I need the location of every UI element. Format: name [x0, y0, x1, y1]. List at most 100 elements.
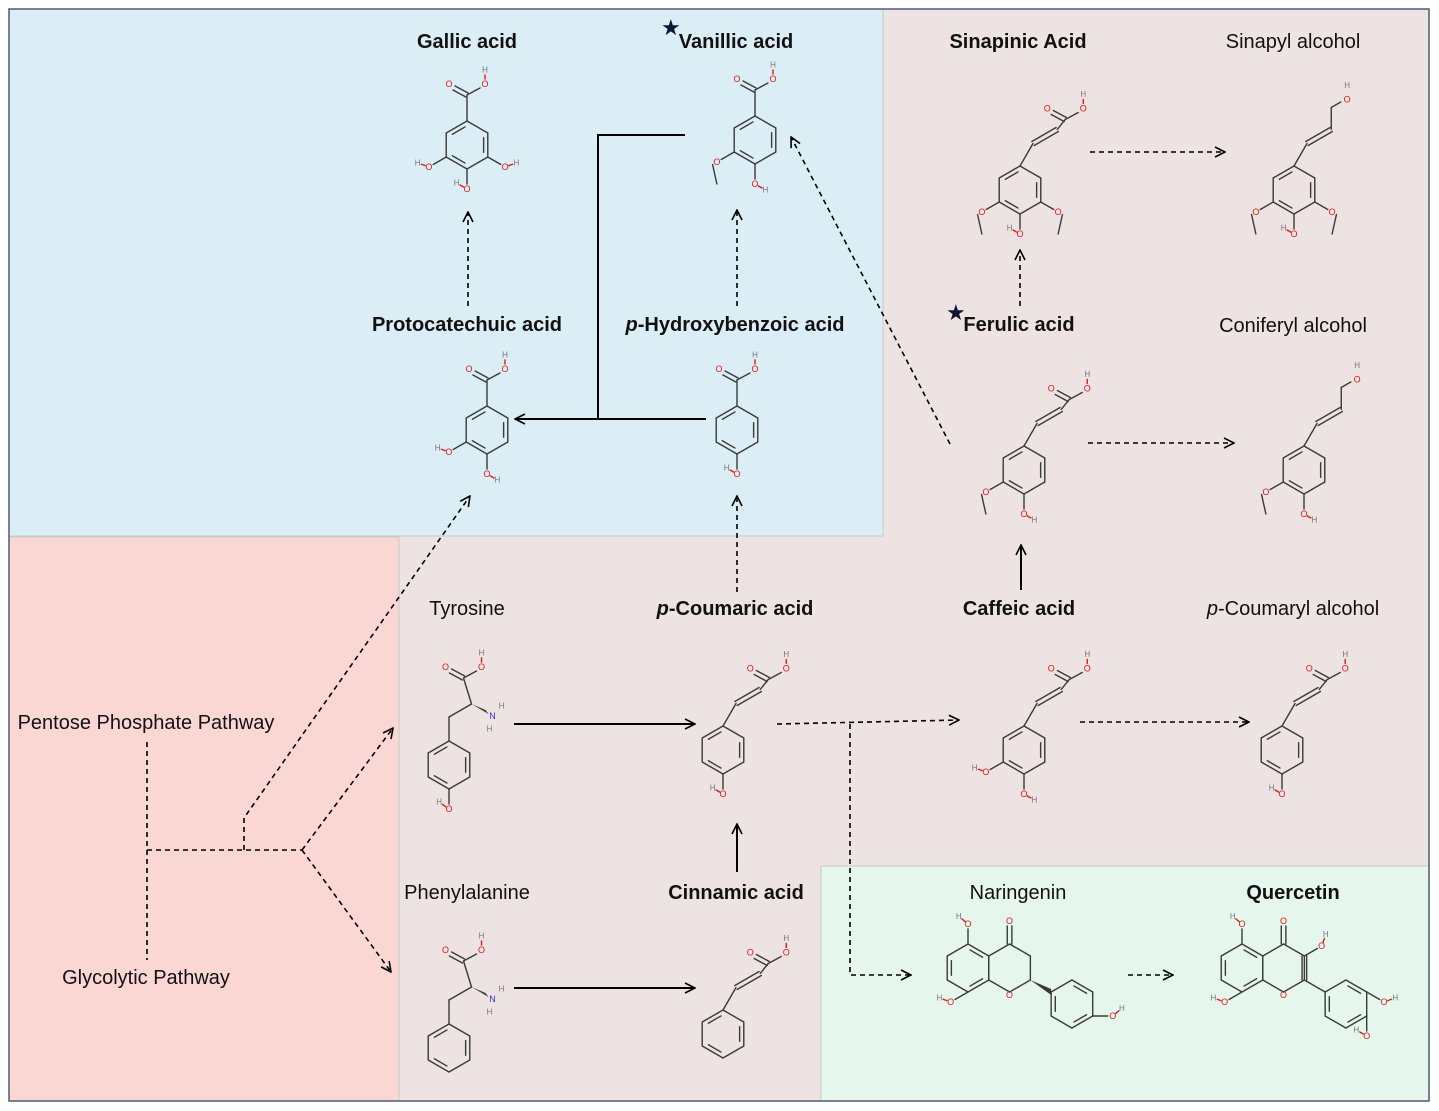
alkene-bond [1035, 406, 1061, 423]
ring-bond [715, 441, 738, 455]
ring-inner-bond [1004, 171, 1019, 180]
arrow-to-phenylalanine [301, 849, 391, 972]
hydrogen-atom: H [937, 993, 943, 1002]
hydrogen-atom: H [1323, 930, 1329, 939]
o-h-bond [489, 475, 495, 479]
hydroxyl-oxygen: O [481, 79, 488, 89]
ring-bond [701, 1045, 724, 1059]
oxygen-atom: O [1262, 487, 1269, 497]
ring-inner-bond [1347, 985, 1362, 994]
oxygen-atom: O [982, 487, 989, 497]
hydroxybenzoic-acid-name: -Hydroxybenzoic acid [637, 314, 845, 336]
hydroxyl-bond [1259, 201, 1274, 211]
wedge-bond [471, 704, 489, 714]
ring-bond [1023, 761, 1046, 775]
ring-inner-bond [1278, 200, 1293, 209]
hydrogen-atom: H [513, 158, 519, 167]
carbonyl-bond [1050, 113, 1065, 123]
oxygen-atom: O [1020, 789, 1027, 799]
ring-inner-bond [707, 760, 722, 769]
alkene-bond [1293, 686, 1319, 703]
o-h-bond [942, 998, 948, 1002]
carbonyl-bond [753, 673, 768, 683]
hydrogen-atom: H [1032, 796, 1038, 805]
alkene-bond [1037, 690, 1064, 707]
arrow-to-tyrosine [301, 728, 393, 851]
hydrogen-atom: H [502, 351, 508, 360]
ring-inner-bond [707, 1015, 722, 1024]
branch-to-vanillic [597, 134, 685, 419]
hydrogen-atom: H [1344, 81, 1350, 90]
oxygen-atom: O [713, 157, 720, 167]
coumaryl-alcohol-prefix: p [1206, 598, 1218, 620]
ring-bond [1324, 1015, 1347, 1029]
oxygen-atom: O [445, 447, 452, 457]
alkene-bond [736, 690, 763, 707]
ring-bond [998, 201, 1021, 215]
carboxyl-bond [462, 670, 478, 679]
ring-bond [448, 1059, 471, 1073]
alkene-bond [1317, 410, 1344, 427]
alkene-bond [1033, 130, 1060, 147]
hydrogen-atom: H [1084, 650, 1090, 659]
alkene-bond [1305, 126, 1331, 143]
hydrogen-atom: H [1312, 516, 1318, 525]
hydrogen-atom: H [1084, 370, 1090, 379]
hydrogen-atom: H [1354, 361, 1360, 370]
ring-bond [1260, 725, 1283, 739]
o-h-bond [1306, 515, 1312, 519]
hydrogen-atom: H [1119, 1004, 1125, 1013]
ring-bond [427, 1059, 450, 1073]
ring-bond [486, 405, 509, 419]
ring-inner-bond [721, 411, 736, 420]
oxygen-atom: O [1020, 509, 1027, 519]
ring-bond [1002, 481, 1025, 495]
oxygen-atom: O [719, 789, 726, 799]
ring-inner-bond [739, 121, 754, 130]
hydroxyl-bond [1040, 201, 1055, 211]
carbonyl-bond [1056, 389, 1072, 399]
alkene-bond [736, 974, 763, 991]
carbonyl-bond [1312, 673, 1327, 683]
oxygen-atom: O [1381, 997, 1388, 1007]
oxygen-atom: O [751, 179, 758, 189]
carbonyl-oxygen: O [1306, 663, 1313, 673]
o-h-bond [508, 163, 514, 167]
ring-inner-bond [739, 150, 754, 159]
ferulic-acid-label: Ferulic acid [963, 314, 1075, 336]
hydrogen-atom: H [1281, 224, 1287, 233]
carbonyl-oxygen: O [1044, 103, 1051, 113]
arrow-to-naringenin [849, 724, 911, 975]
sinapyl-alcohol-label: Sinapyl alcohol [1225, 31, 1361, 53]
carbonyl-oxygen: O [1048, 663, 1055, 673]
o-h-bond [420, 163, 426, 167]
oxygen-atom: O [463, 184, 470, 194]
ring-bond [715, 405, 738, 419]
carbonyl-bond [1314, 669, 1330, 679]
ring-inner-bond [1073, 985, 1088, 994]
carbonyl-bond [1056, 669, 1072, 679]
carbonyl-bond [1054, 673, 1069, 683]
oxygen-atom: O [982, 767, 989, 777]
chain-bond [1023, 422, 1038, 447]
ring-bond [701, 725, 724, 739]
hydroxyl-bond [1269, 481, 1284, 491]
hydroxyl-bond [452, 441, 467, 451]
ring-bond [1282, 445, 1305, 459]
naringenin-label: Naringenin [969, 882, 1067, 904]
ring-bond [1071, 1015, 1094, 1029]
carboxyl-bond [1068, 671, 1083, 681]
carbonyl-bond [454, 85, 469, 94]
chain-bond [1330, 101, 1342, 109]
oxygen-atom: O [1354, 374, 1361, 384]
ring-inner-bond [969, 949, 984, 958]
ring-bond [722, 1045, 745, 1059]
hydroxyl-bond [989, 761, 1004, 771]
